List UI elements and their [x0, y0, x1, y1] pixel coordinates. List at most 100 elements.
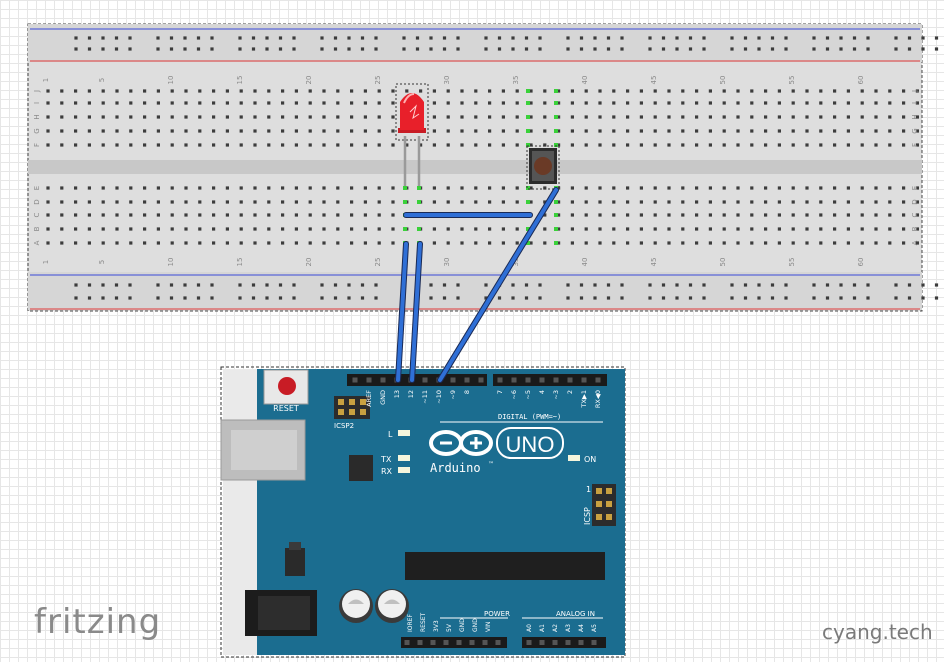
rail-hole: [579, 283, 584, 287]
header-pin: [567, 377, 573, 383]
rail-hole: [743, 36, 748, 40]
wire-pin11[interactable]: [438, 188, 558, 382]
breadboard-hole: [570, 129, 574, 133]
breadboard-hole: [253, 186, 257, 190]
breadboard-hole: [225, 200, 229, 204]
breadboard-hole: [764, 213, 768, 217]
breadboard-hole: [239, 200, 243, 204]
rail-hole: [825, 283, 830, 287]
rail-hole: [866, 296, 870, 300]
rail-hole: [101, 36, 105, 40]
rail-hole: [456, 47, 460, 51]
breadboard-hole: [267, 186, 271, 190]
rail-hole: [839, 36, 843, 40]
breadboard-hole: [184, 213, 188, 217]
breadboard-hole: [184, 115, 188, 119]
breadboard-hole: [253, 241, 257, 245]
breadboard-hole: [915, 143, 919, 147]
wires: [395, 187, 559, 383]
breadboard-hole: [681, 101, 685, 105]
connected-hole: [403, 200, 407, 204]
wire-gnd[interactable]: [396, 242, 408, 382]
rail-hole: [415, 47, 420, 51]
breadboard-hole: [833, 227, 837, 231]
breadboard-hole: [488, 227, 492, 231]
breadboard-hole: [860, 101, 864, 105]
breadboard-hole: [626, 129, 630, 133]
breadboard-hole: [764, 143, 768, 147]
rail-hole: [907, 36, 912, 40]
header-pin: [469, 640, 475, 645]
breadboard-hole: [584, 89, 588, 93]
breadboard-hole: [198, 200, 202, 204]
red-led[interactable]: [395, 83, 429, 186]
breadboard-hole: [653, 115, 657, 119]
digital-header-left[interactable]: [347, 374, 487, 386]
breadboard-hole: [764, 89, 768, 93]
rail-hole: [415, 36, 420, 40]
breadboard-hole: [198, 115, 202, 119]
breadboard-hole: [253, 213, 257, 217]
breadboard-hole: [60, 129, 64, 133]
header-pin: [422, 377, 428, 383]
push-button[interactable]: [526, 145, 560, 190]
breadboard-hole: [432, 186, 436, 190]
column-number: 60: [857, 76, 865, 85]
breadboard-hole: [156, 115, 160, 119]
breadboard-hole: [708, 115, 712, 119]
breadboard-hole: [350, 89, 354, 93]
breadboard-hole: [888, 200, 892, 204]
rail-hole: [484, 283, 488, 287]
breadboard-hole: [819, 186, 823, 190]
power-pin-label: RESET: [420, 612, 427, 632]
breadboard-hole: [46, 186, 50, 190]
icsp-header[interactable]: [592, 484, 616, 526]
reset-button[interactable]: [278, 377, 296, 395]
breadboard-hole: [474, 89, 478, 93]
rail-hole: [852, 47, 857, 51]
column-number: 35: [512, 258, 520, 267]
breadboard-hole: [736, 241, 740, 245]
rail-hole: [770, 36, 775, 40]
breadboard-hole: [391, 89, 395, 93]
breadboard-hole: [639, 129, 643, 133]
breadboard-hole: [667, 115, 671, 119]
header-pin: [581, 377, 587, 383]
digital-header-right[interactable]: [493, 374, 607, 386]
power-header[interactable]: [401, 637, 507, 648]
breadboard-hole: [308, 186, 312, 190]
breadboard-hole: [350, 186, 354, 190]
breadboard-hole: [308, 200, 312, 204]
breadboard-hole: [612, 186, 616, 190]
breadboard-hole: [101, 200, 105, 204]
breadboard-hole: [46, 241, 50, 245]
rail-hole: [497, 47, 502, 51]
breadboard-hole: [446, 200, 450, 204]
breadboard-hole: [74, 227, 78, 231]
wire-pin13[interactable]: [410, 242, 422, 382]
breadboard-hole: [805, 129, 809, 133]
digital-pin-label: RX◀0: [594, 390, 602, 408]
breadboard-hole: [294, 101, 298, 105]
breadboard-hole: [612, 200, 616, 204]
breadboard-hole: [156, 227, 160, 231]
breadboard-hole: [322, 200, 326, 204]
breadboard-hole: [184, 241, 188, 245]
breadboard-hole: [308, 227, 312, 231]
breadboard-hole: [46, 101, 50, 105]
rail-hole: [770, 47, 775, 51]
analog-header[interactable]: [522, 637, 606, 648]
breadboard-hole: [791, 101, 795, 105]
breadboard-hole: [184, 186, 188, 190]
breadboard-hole: [474, 227, 478, 231]
connected-hole: [526, 186, 530, 190]
rail-hole: [360, 283, 365, 287]
breadboard-hole: [653, 186, 657, 190]
breadboard-hole: [212, 143, 216, 147]
breadboard-hole: [902, 101, 906, 105]
rail-hole: [429, 47, 433, 51]
breadboard-hole: [791, 186, 795, 190]
breadboard-hole: [460, 200, 464, 204]
breadboard-hole: [612, 115, 616, 119]
